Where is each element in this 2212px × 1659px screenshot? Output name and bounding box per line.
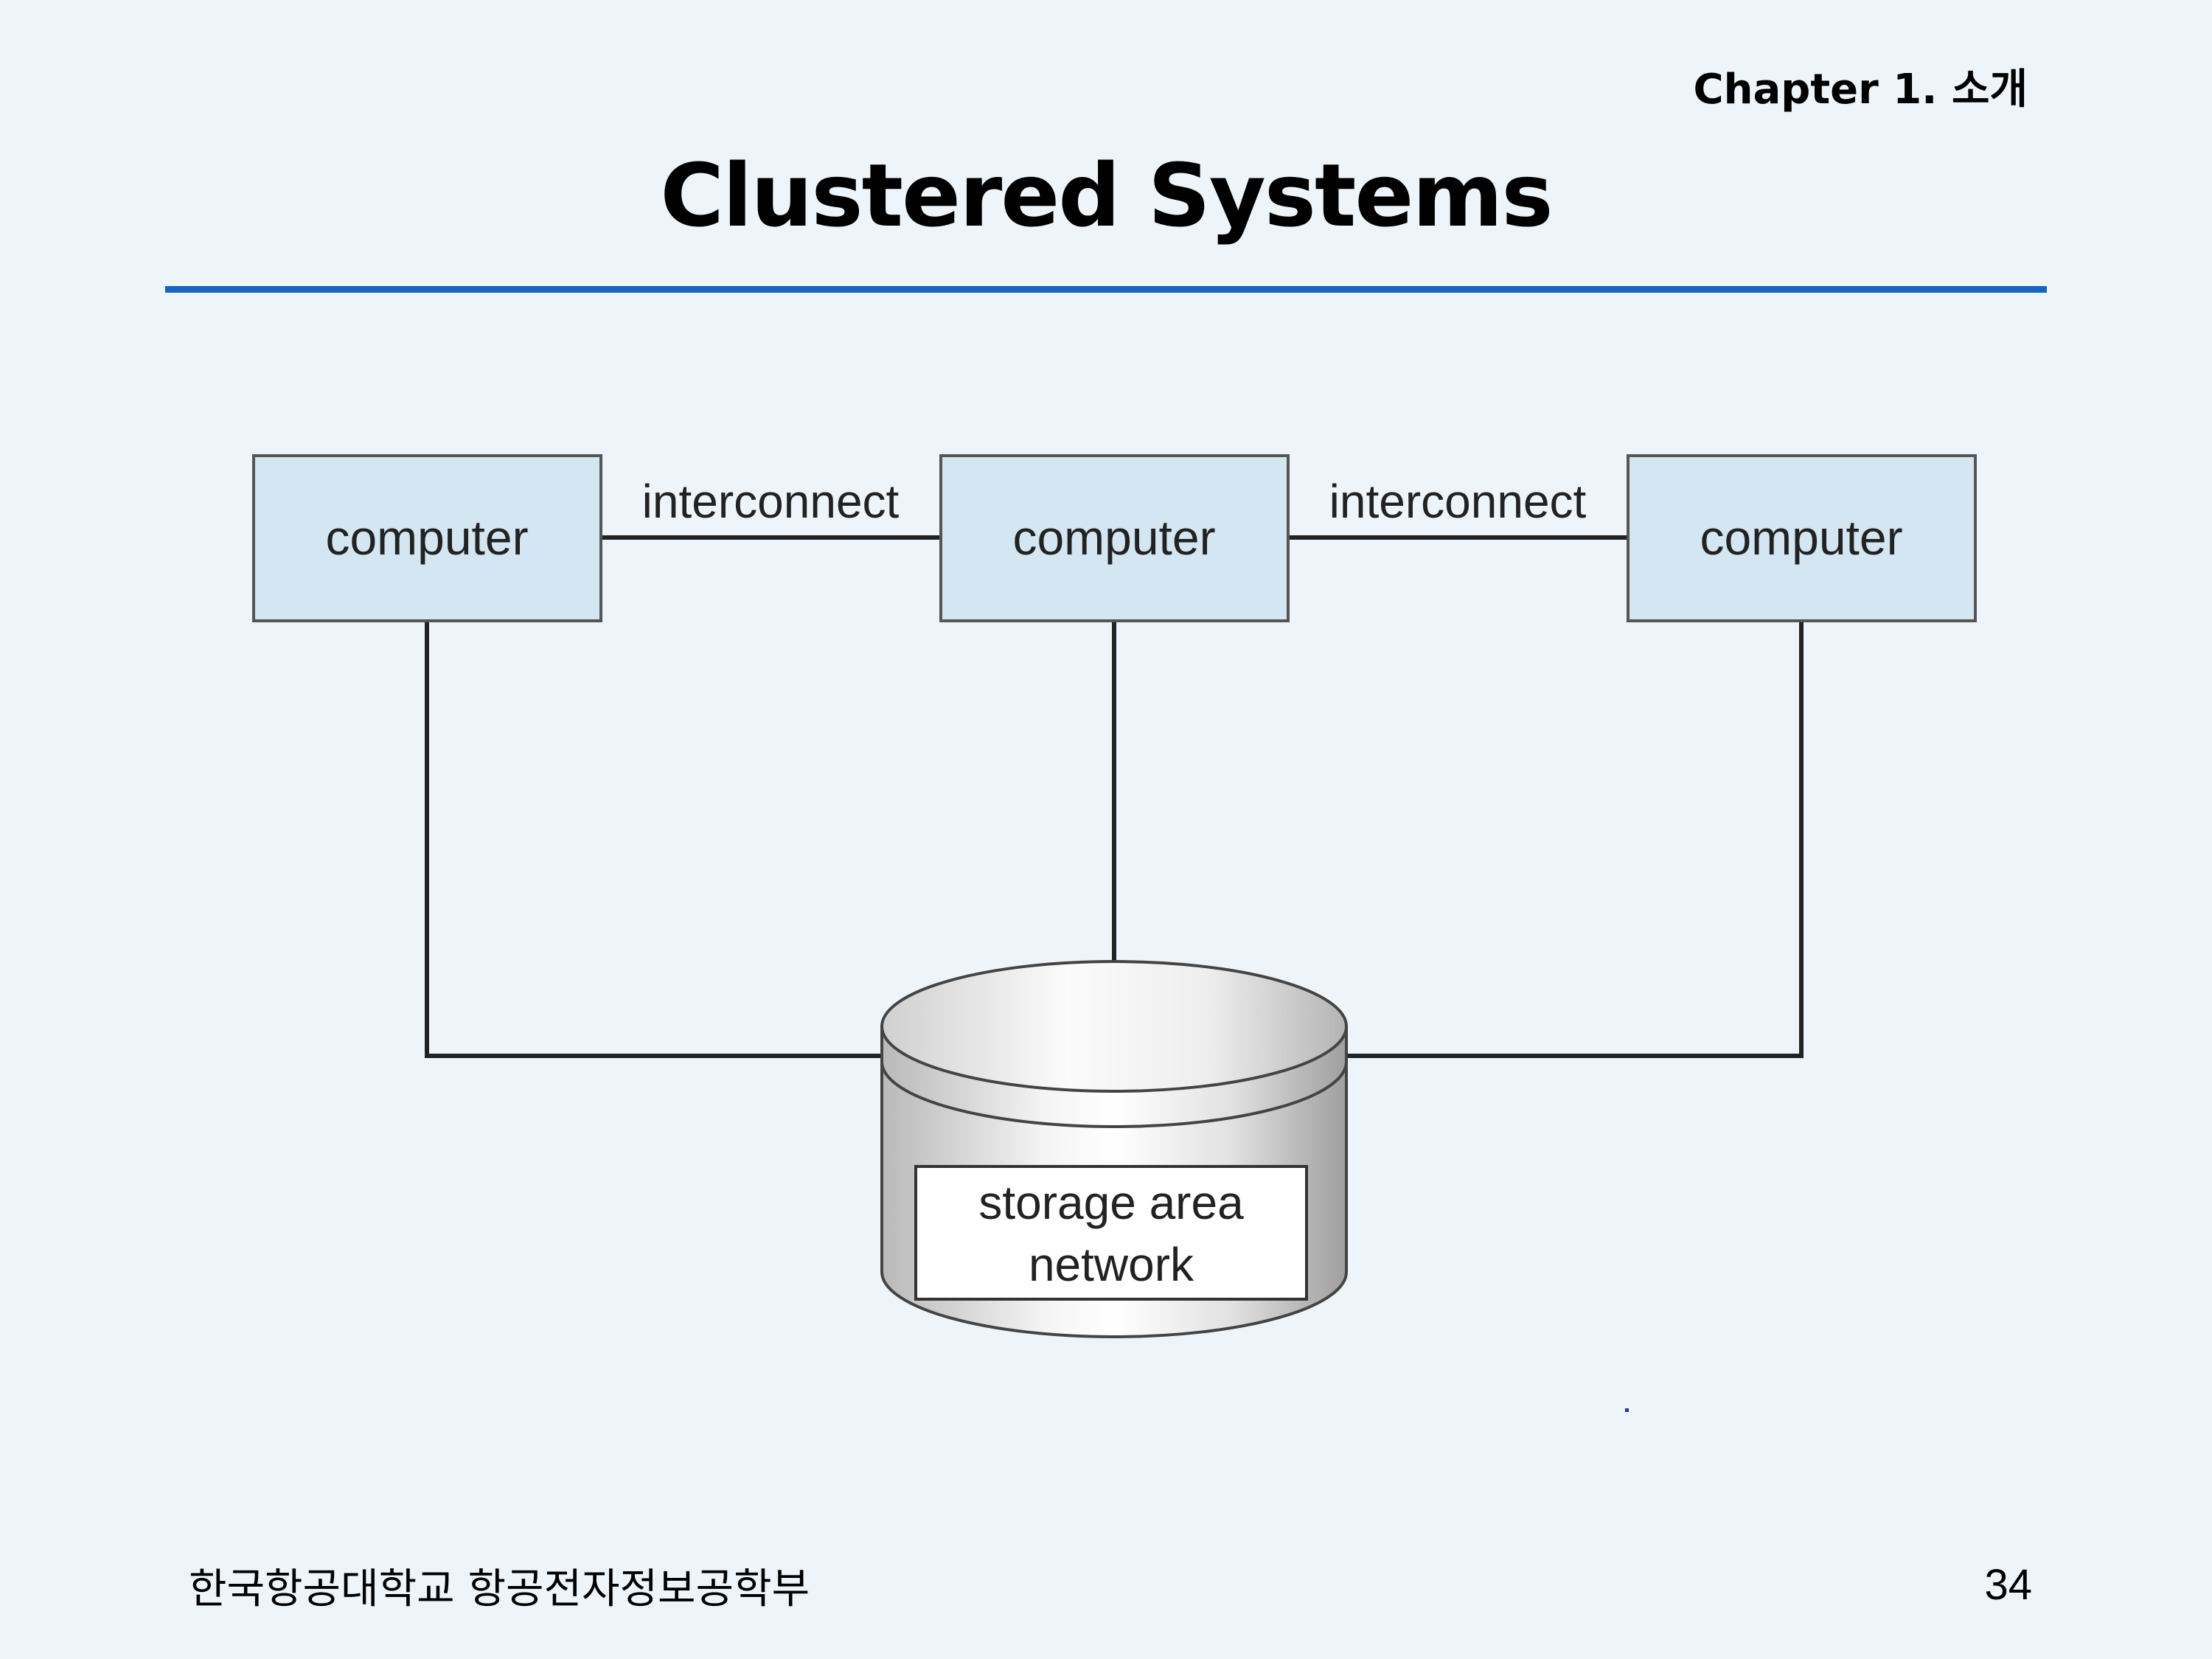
link-computer-3-storage: [1346, 622, 1804, 1058]
page-number: 34: [1984, 1561, 2032, 1609]
chapter-label: Chapter 1. 소개: [1693, 66, 2028, 114]
footer-institution: 한국항공대학교 항공전자정보공학부: [189, 1565, 810, 1613]
stray-dot: [1625, 1408, 1629, 1412]
storage-connections: [425, 622, 1804, 1058]
computer-node-2-label: computer: [1012, 510, 1215, 565]
storage-label-box: [914, 1165, 1308, 1301]
interconnect-label-2: interconnect: [1329, 475, 1587, 528]
page-title: Clustered Systems: [660, 145, 1553, 246]
storage-label-line-2: network: [1029, 1238, 1194, 1291]
computer-node-2: computer: [939, 454, 1290, 622]
storage-cylinder: storage area network: [880, 960, 1348, 1338]
computer-node-3-label: computer: [1700, 510, 1902, 565]
link-computer-1-storage: [425, 622, 882, 1058]
computer-node-1-label: computer: [325, 510, 528, 565]
title-divider: [165, 286, 2047, 293]
computer-node-1: computer: [252, 454, 602, 622]
storage-label-line-1: storage area: [978, 1176, 1244, 1229]
computer-node-3: computer: [1627, 454, 1977, 622]
interconnect-label-1: interconnect: [642, 475, 900, 528]
storage-cylinder-top: [880, 960, 1348, 1093]
